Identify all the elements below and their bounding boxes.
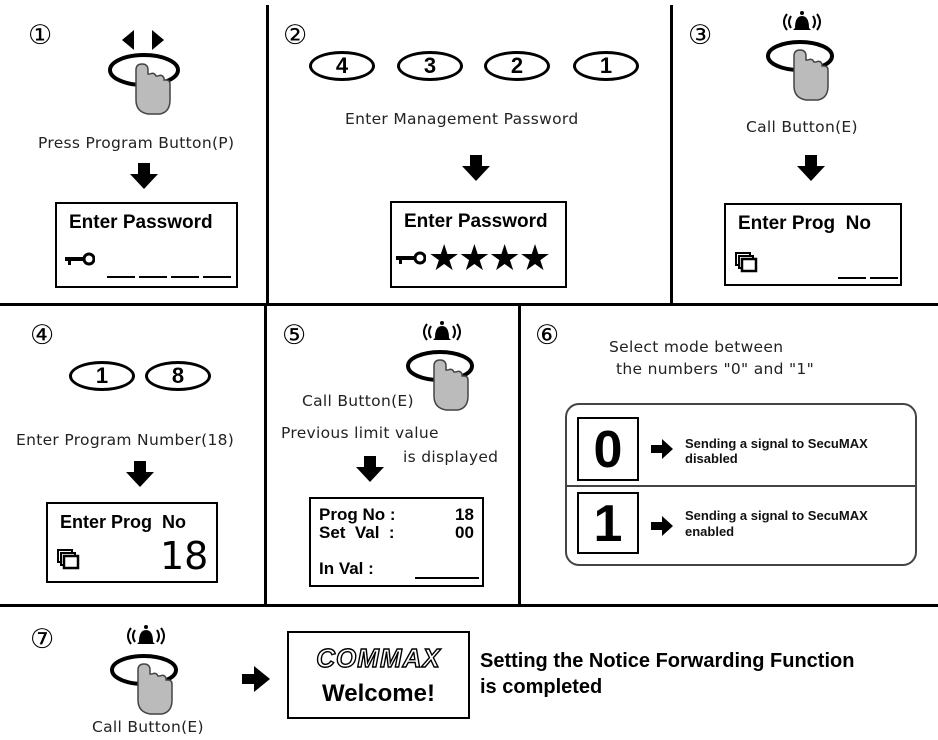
program-list-icon	[57, 549, 80, 570]
step-3-number: ③	[688, 20, 713, 51]
digit-key: 3	[397, 51, 463, 81]
down-arrow-icon	[356, 456, 384, 482]
program-number-value: 18	[160, 534, 209, 578]
input-slot	[870, 277, 898, 279]
step-5-number: ⑤	[282, 320, 307, 351]
step-1-caption: Press Program Button(P)	[38, 134, 235, 152]
step-1-number: ①	[28, 20, 53, 51]
mode-select-panel	[565, 403, 917, 566]
step-7-caption: Call Button(E)	[92, 718, 204, 736]
digit-key: 1	[69, 361, 135, 391]
lcd-enter-prog-no: Enter Prog No	[724, 203, 902, 286]
mode-1-line1: Sending a signal to SecuMAX	[685, 508, 868, 523]
right-arrow-icon	[651, 439, 673, 459]
digit-key: 4	[309, 51, 375, 81]
step-5-note-line2: is displayed	[403, 448, 499, 466]
digit-key: 8	[145, 361, 211, 391]
divider-col-c	[264, 305, 267, 604]
mode-1-key: 1	[577, 492, 639, 554]
down-arrow-icon	[130, 163, 158, 189]
call-button-icon	[406, 321, 474, 411]
mode-divider	[567, 485, 915, 487]
step-2-number: ②	[283, 20, 308, 51]
lcd-prog-no-label: Prog No :	[319, 505, 396, 524]
mode-0-line2: disabled	[685, 451, 738, 466]
lcd-enter-password-masked: Enter Password ★★★★	[390, 201, 567, 288]
welcome-text: Welcome!	[322, 680, 435, 707]
lcd-enter-password: Enter Password	[55, 202, 238, 288]
step-5-note-line1: Previous limit value	[281, 424, 439, 442]
step-6-caption-line2: the numbers "0" and "1"	[616, 360, 815, 378]
down-arrow-icon	[126, 461, 154, 487]
lcd-prog-no-value: 18	[455, 505, 474, 524]
step-3-caption: Call Button(E)	[746, 118, 858, 136]
lcd-set-val-value: 00	[455, 523, 474, 542]
lcd-set-val-label: Set Val :	[319, 523, 395, 542]
input-slot	[139, 276, 167, 278]
lcd-title: Enter Prog No	[60, 512, 187, 532]
key-icon	[65, 252, 95, 266]
step-5-caption: Call Button(E)	[302, 392, 414, 410]
divider-col-d	[518, 305, 521, 604]
step-4-number: ④	[30, 320, 55, 351]
lcd-prog-set-val: Prog No : 18 Set Val : 00 In Val :	[309, 497, 484, 587]
divider-col-a	[266, 5, 269, 303]
divider-col-b	[670, 5, 673, 303]
input-slot	[171, 276, 199, 278]
down-arrow-icon	[797, 155, 825, 181]
mode-0-line1: Sending a signal to SecuMAX	[685, 436, 868, 451]
step-6-number: ⑥	[535, 320, 560, 351]
input-slot	[838, 277, 866, 279]
input-slot	[415, 577, 479, 579]
program-button-icon	[108, 30, 180, 115]
right-arrow-icon	[242, 666, 270, 692]
masked-password: ★★★★	[428, 238, 551, 279]
lcd-welcome: COMMAX Welcome!	[287, 631, 470, 719]
key-icon	[396, 251, 426, 265]
commax-logo: COMMAX	[316, 642, 441, 673]
mode-1-line2: enabled	[685, 524, 735, 539]
lcd-enter-prog-no-18: Enter Prog No 18	[46, 502, 218, 583]
divider-row1	[0, 303, 938, 306]
digit-key: 1	[573, 51, 639, 81]
lcd-in-val-label: In Val :	[319, 559, 374, 578]
lcd-title: Enter Password	[69, 212, 213, 233]
digit-key: 2	[484, 51, 550, 81]
right-arrow-icon	[651, 516, 673, 536]
mode-0-key: 0	[577, 417, 639, 481]
program-list-icon	[735, 252, 758, 273]
lcd-title: Enter Password	[404, 211, 548, 232]
call-button-icon	[110, 625, 178, 715]
divider-row2	[0, 604, 938, 607]
input-slot	[203, 276, 231, 278]
step-6-caption-line1: Select mode between	[609, 338, 784, 356]
lcd-title: Enter Prog No	[738, 213, 872, 234]
step-4-caption: Enter Program Number(18)	[16, 431, 235, 449]
call-button-icon	[766, 11, 834, 101]
down-arrow-icon	[462, 155, 490, 181]
step-2-caption: Enter Management Password	[345, 110, 579, 128]
result-line2: is completed	[480, 676, 603, 698]
input-slot	[107, 276, 135, 278]
result-line1: Setting the Notice Forwarding Function	[480, 650, 855, 672]
step-7-number: ⑦	[30, 624, 55, 655]
